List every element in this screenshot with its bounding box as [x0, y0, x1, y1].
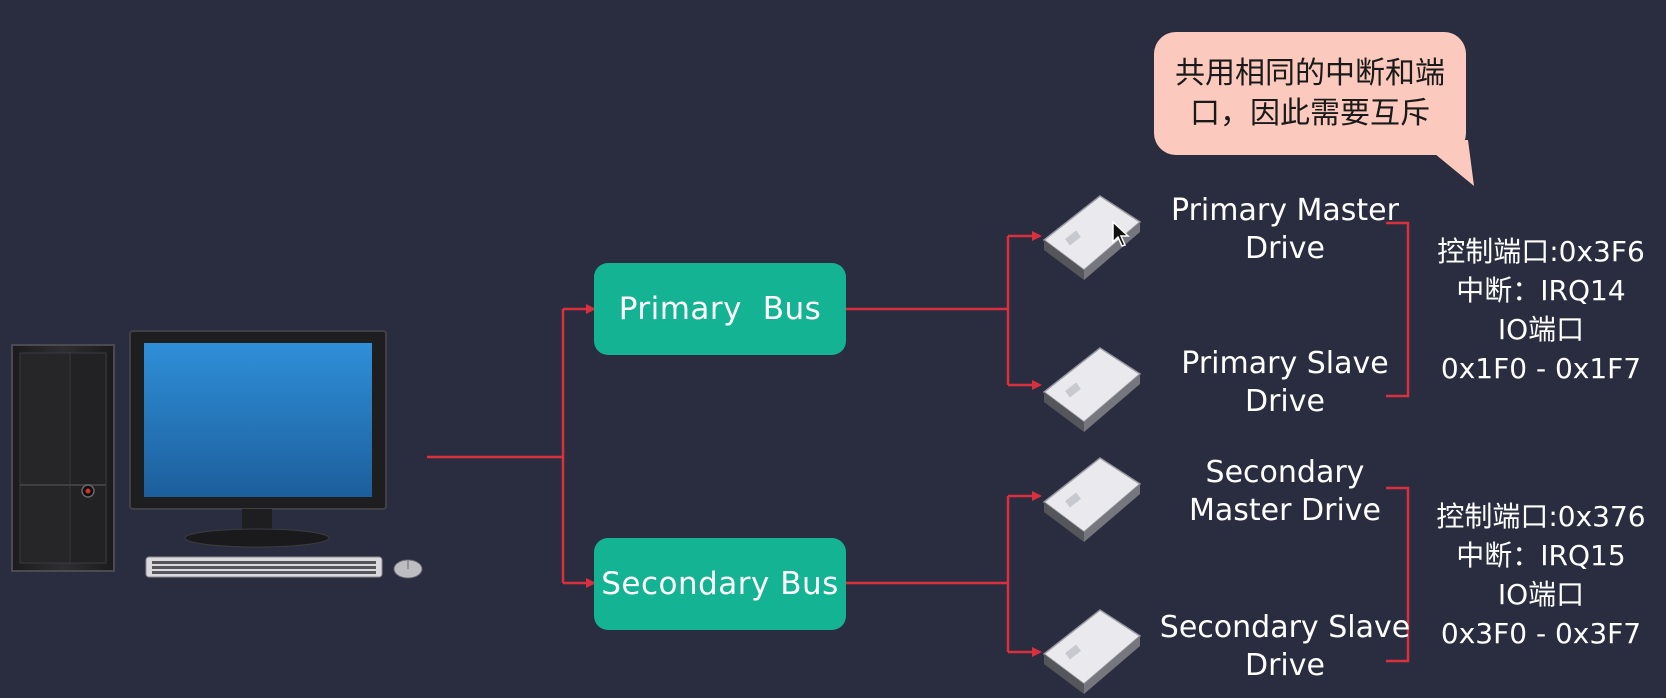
primary-slave-drive-label: Primary Slave Drive: [1140, 345, 1430, 421]
external-hard-drive-icon: [1042, 609, 1142, 694]
primary-interrupt: 中断：IRQ14: [1456, 274, 1626, 307]
secondary-master-line1: Secondary: [1205, 455, 1365, 490]
secondary-io-port-range: 0x3F0 - 0x3F7: [1440, 617, 1642, 650]
primary-master-drive-label: Primary Master Drive: [1140, 192, 1430, 268]
external-hard-drive-icon: [1042, 347, 1142, 432]
primary-control-port: 控制端口:0x3F6: [1437, 235, 1645, 268]
secondary-channel-info: 控制端口:0x376 中断：IRQ15 IO端口 0x3F0 - 0x3F7: [1416, 497, 1666, 653]
secondary-control-port: 控制端口:0x376: [1436, 500, 1646, 533]
mutex-callout: 共用相同的中断和端 口，因此需要互斥: [1154, 32, 1466, 155]
secondary-interrupt: 中断：IRQ15: [1456, 539, 1626, 572]
primary-channel-info: 控制端口:0x3F6 中断：IRQ14 IO端口 0x1F0 - 0x1F7: [1416, 232, 1666, 388]
secondary-bus-label: Secondary Bus: [601, 566, 839, 602]
primary-slave-line2: Drive: [1245, 384, 1325, 419]
primary-master-line2: Drive: [1245, 231, 1325, 266]
external-hard-drive-icon: [1042, 457, 1142, 542]
primary-group-bracket: [1386, 221, 1410, 398]
primary-master-line1: Primary Master: [1171, 193, 1399, 228]
secondary-master-line2: Master Drive: [1189, 493, 1381, 528]
primary-bus-box: Primary Bus: [594, 263, 846, 355]
primary-io-port-label: IO端口: [1497, 313, 1585, 346]
secondary-slave-line1: Secondary Slave: [1159, 610, 1411, 645]
secondary-io-port-label: IO端口: [1497, 578, 1585, 611]
primary-slave-line1: Primary Slave: [1181, 346, 1389, 381]
secondary-slave-line2: Drive: [1245, 648, 1325, 683]
primary-bus-label: Primary Bus: [618, 291, 822, 327]
secondary-bus-box: Secondary Bus: [594, 538, 846, 630]
secondary-slave-drive-label: Secondary Slave Drive: [1140, 609, 1430, 685]
callout-line1: 共用相同的中断和端: [1175, 55, 1445, 91]
secondary-master-drive-label: Secondary Master Drive: [1140, 454, 1430, 530]
mouse-cursor-icon: [1112, 220, 1130, 247]
secondary-group-bracket: [1386, 486, 1410, 663]
callout-line2: 口，因此需要互斥: [1190, 95, 1430, 131]
primary-io-port-range: 0x1F0 - 0x1F7: [1440, 352, 1642, 385]
desktop-computer-icon: [11, 330, 423, 579]
